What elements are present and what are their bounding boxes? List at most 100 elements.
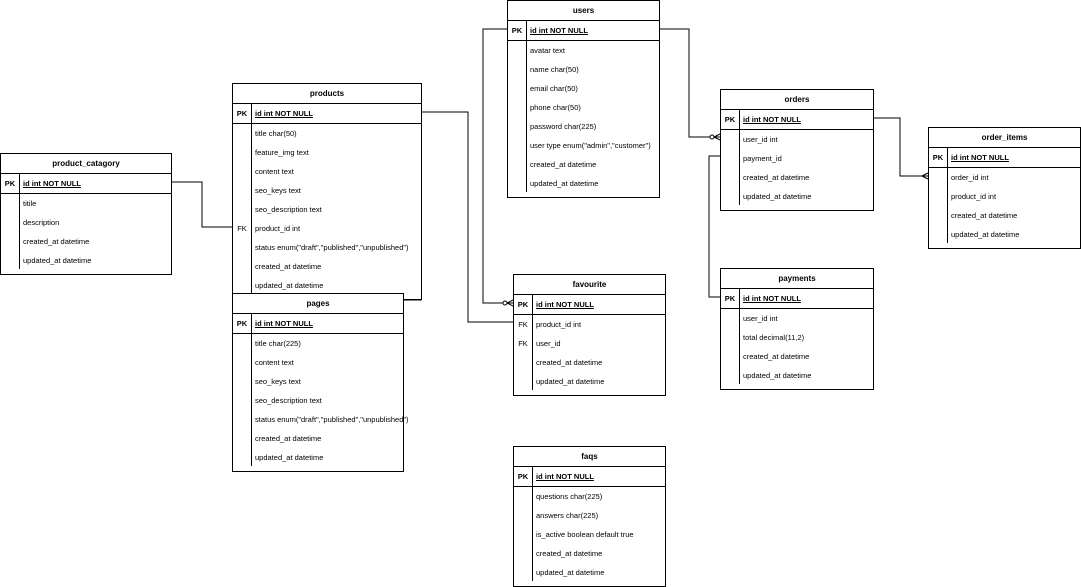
table-row: created_at datetime xyxy=(929,206,1080,225)
table-row: password char(225) xyxy=(508,117,659,136)
field-text: updated_at datetime xyxy=(536,568,605,577)
table-row-pk: PK id int NOT NULL xyxy=(929,148,1080,168)
pk-field: id int NOT NULL xyxy=(536,300,594,309)
table-row: title char(225) xyxy=(233,334,403,353)
pk-label: PK xyxy=(724,115,736,124)
relation-products-favourite xyxy=(421,111,513,323)
pk-label: PK xyxy=(517,472,529,481)
table-row: payment_id xyxy=(721,149,873,168)
table-products[interactable]: products PK id int NOT NULL title char(5… xyxy=(232,83,422,300)
table-users[interactable]: users PK id int NOT NULL avatar text nam… xyxy=(507,0,660,198)
field-text: created_at datetime xyxy=(255,434,322,443)
field-text: name char(50) xyxy=(530,65,579,74)
crowfoot-zero-circle xyxy=(502,300,508,306)
field-text: product_id int xyxy=(536,320,582,329)
table-row: name char(50) xyxy=(508,60,659,79)
table-row: content text xyxy=(233,353,403,372)
table-row: email char(50) xyxy=(508,79,659,98)
table-row: product_id int xyxy=(929,187,1080,206)
field-text: seo_keys text xyxy=(255,186,301,195)
field-text: updated_at datetime xyxy=(536,377,605,386)
field-text: phone char(50) xyxy=(530,103,581,112)
column-divider xyxy=(251,123,252,293)
table-row: user_id int xyxy=(721,309,873,328)
table-row: updated_at datetime xyxy=(233,448,403,467)
pk-field: id int NOT NULL xyxy=(23,179,81,188)
table-row: answers char(225) xyxy=(514,506,665,525)
field-text: order_id int xyxy=(951,173,989,182)
field-text: email char(50) xyxy=(530,84,578,93)
table-row: updated_at datetime xyxy=(508,174,659,193)
column-divider xyxy=(739,288,740,308)
field-text: titile xyxy=(23,199,37,208)
pk-field: id int NOT NULL xyxy=(743,115,801,124)
pk-label: PK xyxy=(236,319,248,328)
field-text: feature_img text xyxy=(255,148,309,157)
field-text: content text xyxy=(255,167,294,176)
field-text: answers char(225) xyxy=(536,511,599,520)
table-row-pk: PK id int NOT NULL xyxy=(233,104,421,124)
table-row-pk: PK id int NOT NULL xyxy=(233,314,403,334)
table-pages[interactable]: pages PK id int NOT NULL title char(225)… xyxy=(232,293,409,472)
field-text: questions char(225) xyxy=(536,492,603,501)
pk-field: id int NOT NULL xyxy=(743,294,801,303)
field-text: total decimal(11,2) xyxy=(743,333,805,342)
pk-label: PK xyxy=(517,300,529,309)
table-row: feature_img text xyxy=(233,143,421,162)
table-orders[interactable]: orders PK id int NOT NULL user_id int pa… xyxy=(720,89,874,211)
field-text: product_id int xyxy=(255,224,301,233)
table-row: total decimal(11,2) xyxy=(721,328,873,347)
field-text: content text xyxy=(255,358,294,367)
field-text: created_at datetime xyxy=(536,358,603,367)
table-row: created_at datetime xyxy=(721,347,873,366)
table-row: phone char(50) xyxy=(508,98,659,117)
field-text: is_active boolean default true xyxy=(536,530,634,539)
column-divider xyxy=(251,313,252,333)
table-row: created_at datetime xyxy=(233,257,421,276)
table-row: status enum("draft","published","unpubli… xyxy=(233,410,409,429)
column-divider xyxy=(532,486,533,581)
pk-field: id int NOT NULL xyxy=(536,472,594,481)
field-text: avatar text xyxy=(530,46,566,55)
field-text: updated_at datetime xyxy=(255,281,324,290)
field-text: updated_at datetime xyxy=(23,256,92,265)
table-title: payments xyxy=(721,269,873,289)
field-text: created_at datetime xyxy=(255,262,322,271)
column-divider xyxy=(532,294,533,314)
table-row: created_at datetime xyxy=(233,429,403,448)
field-text: created_at datetime xyxy=(530,160,597,169)
table-row: avatar text xyxy=(508,41,659,60)
field-text: created_at datetime xyxy=(743,352,810,361)
table-payments[interactable]: payments PK id int NOT NULL user_id int … xyxy=(720,268,874,390)
table-row-pk: PK id int NOT NULL xyxy=(514,295,665,315)
crowfoot-zero-circle xyxy=(709,134,715,140)
crowfoot-many xyxy=(921,172,929,180)
column-divider xyxy=(947,147,948,167)
table-row: order_id int xyxy=(929,168,1080,187)
field-text: seo_keys text xyxy=(255,377,301,386)
table-faqs[interactable]: faqs PK id int NOT NULL questions char(2… xyxy=(513,446,666,587)
field-text: updated_at datetime xyxy=(951,230,1020,239)
table-row: created_at datetime xyxy=(514,353,665,372)
table-row: seo_keys text xyxy=(233,181,421,200)
field-text: updated_at datetime xyxy=(255,453,324,462)
field-text: created_at datetime xyxy=(536,549,603,558)
table-row: created_at datetime xyxy=(721,168,873,187)
table-product-catagory[interactable]: product_catagory PK id int NOT NULL titi… xyxy=(0,153,172,275)
field-key: FK xyxy=(237,224,247,233)
column-divider xyxy=(251,333,252,466)
field-text: created_at datetime xyxy=(23,237,90,246)
pk-field: id int NOT NULL xyxy=(255,109,313,118)
table-order-items[interactable]: order_items PK id int NOT NULL order_id … xyxy=(928,127,1081,249)
field-text: description xyxy=(23,218,60,227)
column-divider xyxy=(947,167,948,243)
field-text: user_id int xyxy=(743,314,778,323)
field-text: user_id xyxy=(536,339,561,348)
table-row: updated_at datetime xyxy=(721,187,873,206)
table-title: orders xyxy=(721,90,873,110)
pk-field: id int NOT NULL xyxy=(255,319,313,328)
field-text: updated_at datetime xyxy=(743,371,812,380)
